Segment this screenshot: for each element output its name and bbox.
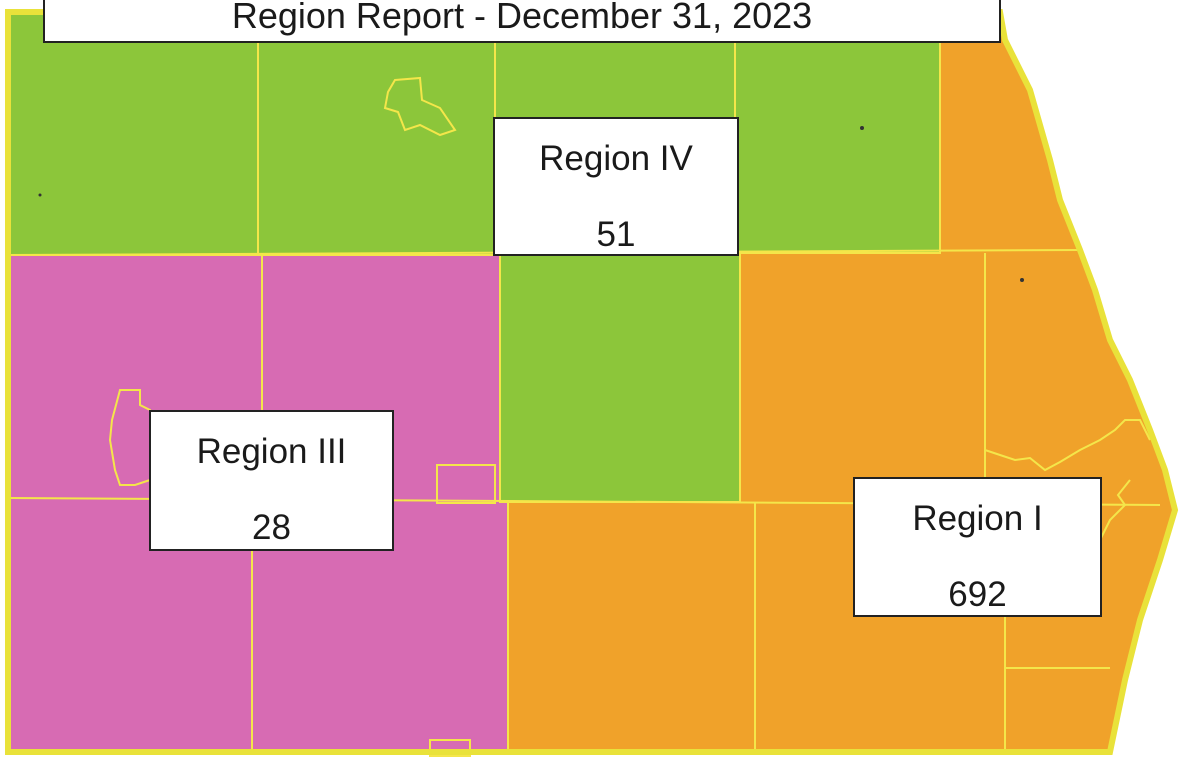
parcel-outline xyxy=(108,389,151,486)
map-title: Region Report - December 31, 2023 xyxy=(43,0,1001,43)
map-speck xyxy=(860,126,864,130)
parcel-outline xyxy=(436,464,496,504)
map-title-text: Region Report - December 31, 2023 xyxy=(231,0,813,36)
region-i-label: Region I 692 xyxy=(853,477,1102,617)
river-boundary xyxy=(1099,479,1131,541)
region-i-name: Region I xyxy=(912,499,1043,538)
region-iv-label: Region IV 51 xyxy=(493,117,739,256)
map-speck xyxy=(1020,278,1024,282)
region-iii-count: 28 xyxy=(252,508,291,547)
region-iv-name: Region IV xyxy=(539,139,693,178)
map-outline xyxy=(5,9,1179,755)
river-boundary xyxy=(984,419,1151,472)
region-i-count: 692 xyxy=(948,575,1007,614)
region-iv-count: 51 xyxy=(596,215,636,254)
region-iii-label: Region III 28 xyxy=(149,410,394,551)
region-iii-name: Region III xyxy=(196,432,347,471)
map-speck xyxy=(38,193,42,197)
parcel-outline xyxy=(383,76,457,137)
